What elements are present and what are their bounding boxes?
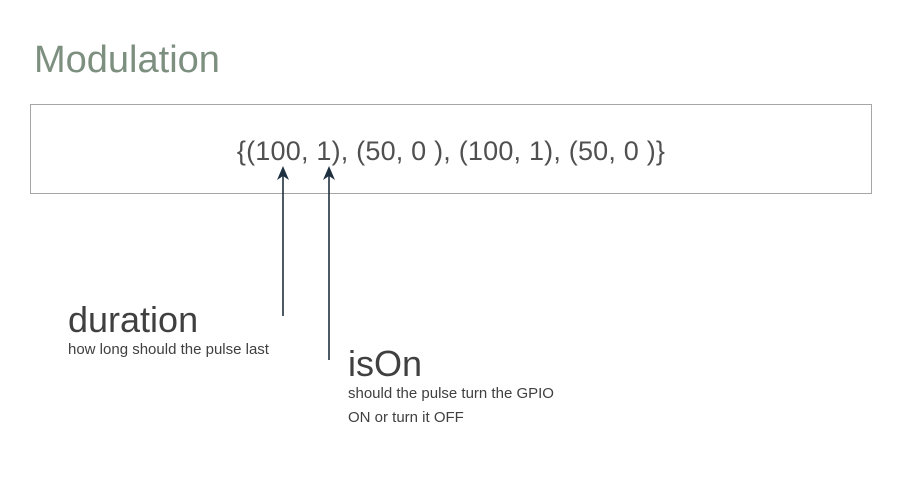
slide-title: Modulation [34, 39, 220, 81]
ison-description-line2: ON or turn it OFF [348, 409, 464, 426]
ison-description-line1: should the pulse turn the GPIO [348, 385, 554, 402]
duration-label: duration [68, 299, 199, 340]
ison-annotation: isOn should the pulse turn the GPIO ON o… [348, 346, 608, 430]
ison-label: isOn [348, 343, 423, 384]
expression-box: {(100, 1), (50, 0 ), (100, 1), (50, 0 )} [30, 104, 872, 194]
duration-description: how long should the pulse last [68, 341, 269, 358]
pulse-expression: {(100, 1), (50, 0 ), (100, 1), (50, 0 )} [236, 136, 666, 166]
duration-annotation: duration how long should the pulse last [68, 302, 269, 362]
